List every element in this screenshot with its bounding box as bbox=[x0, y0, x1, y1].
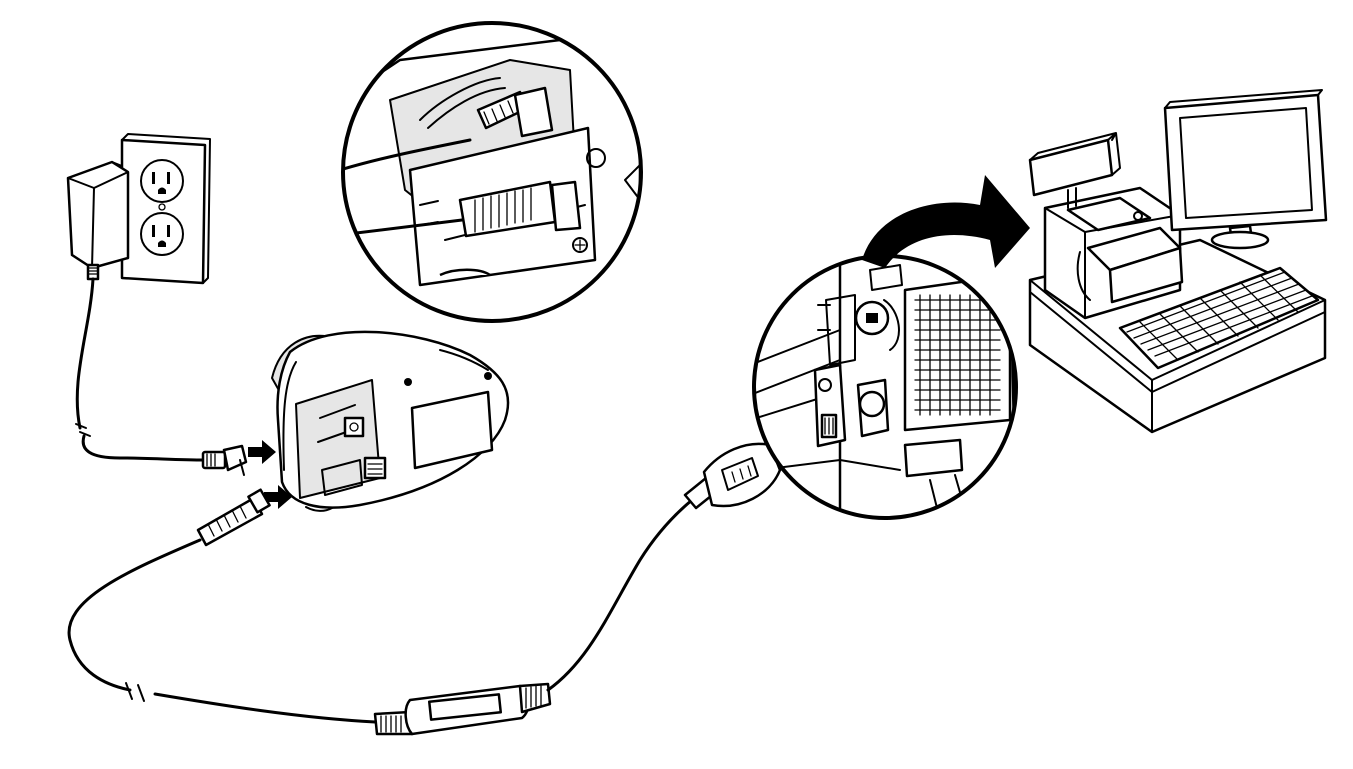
power-cord bbox=[75, 277, 248, 476]
connection-arrows-scanner bbox=[248, 440, 292, 509]
vent-grid bbox=[914, 294, 1001, 416]
keyboard-keys bbox=[1126, 271, 1313, 361]
wall-outlet bbox=[120, 133, 211, 285]
host-terminal bbox=[1028, 89, 1328, 434]
scanner-port-detail bbox=[341, 21, 643, 323]
interface-cable bbox=[67, 436, 794, 736]
curved-arrow bbox=[862, 175, 1030, 268]
power-adapter bbox=[66, 160, 130, 281]
scanner-base bbox=[271, 330, 510, 512]
terminal-port-detail bbox=[752, 254, 1018, 520]
